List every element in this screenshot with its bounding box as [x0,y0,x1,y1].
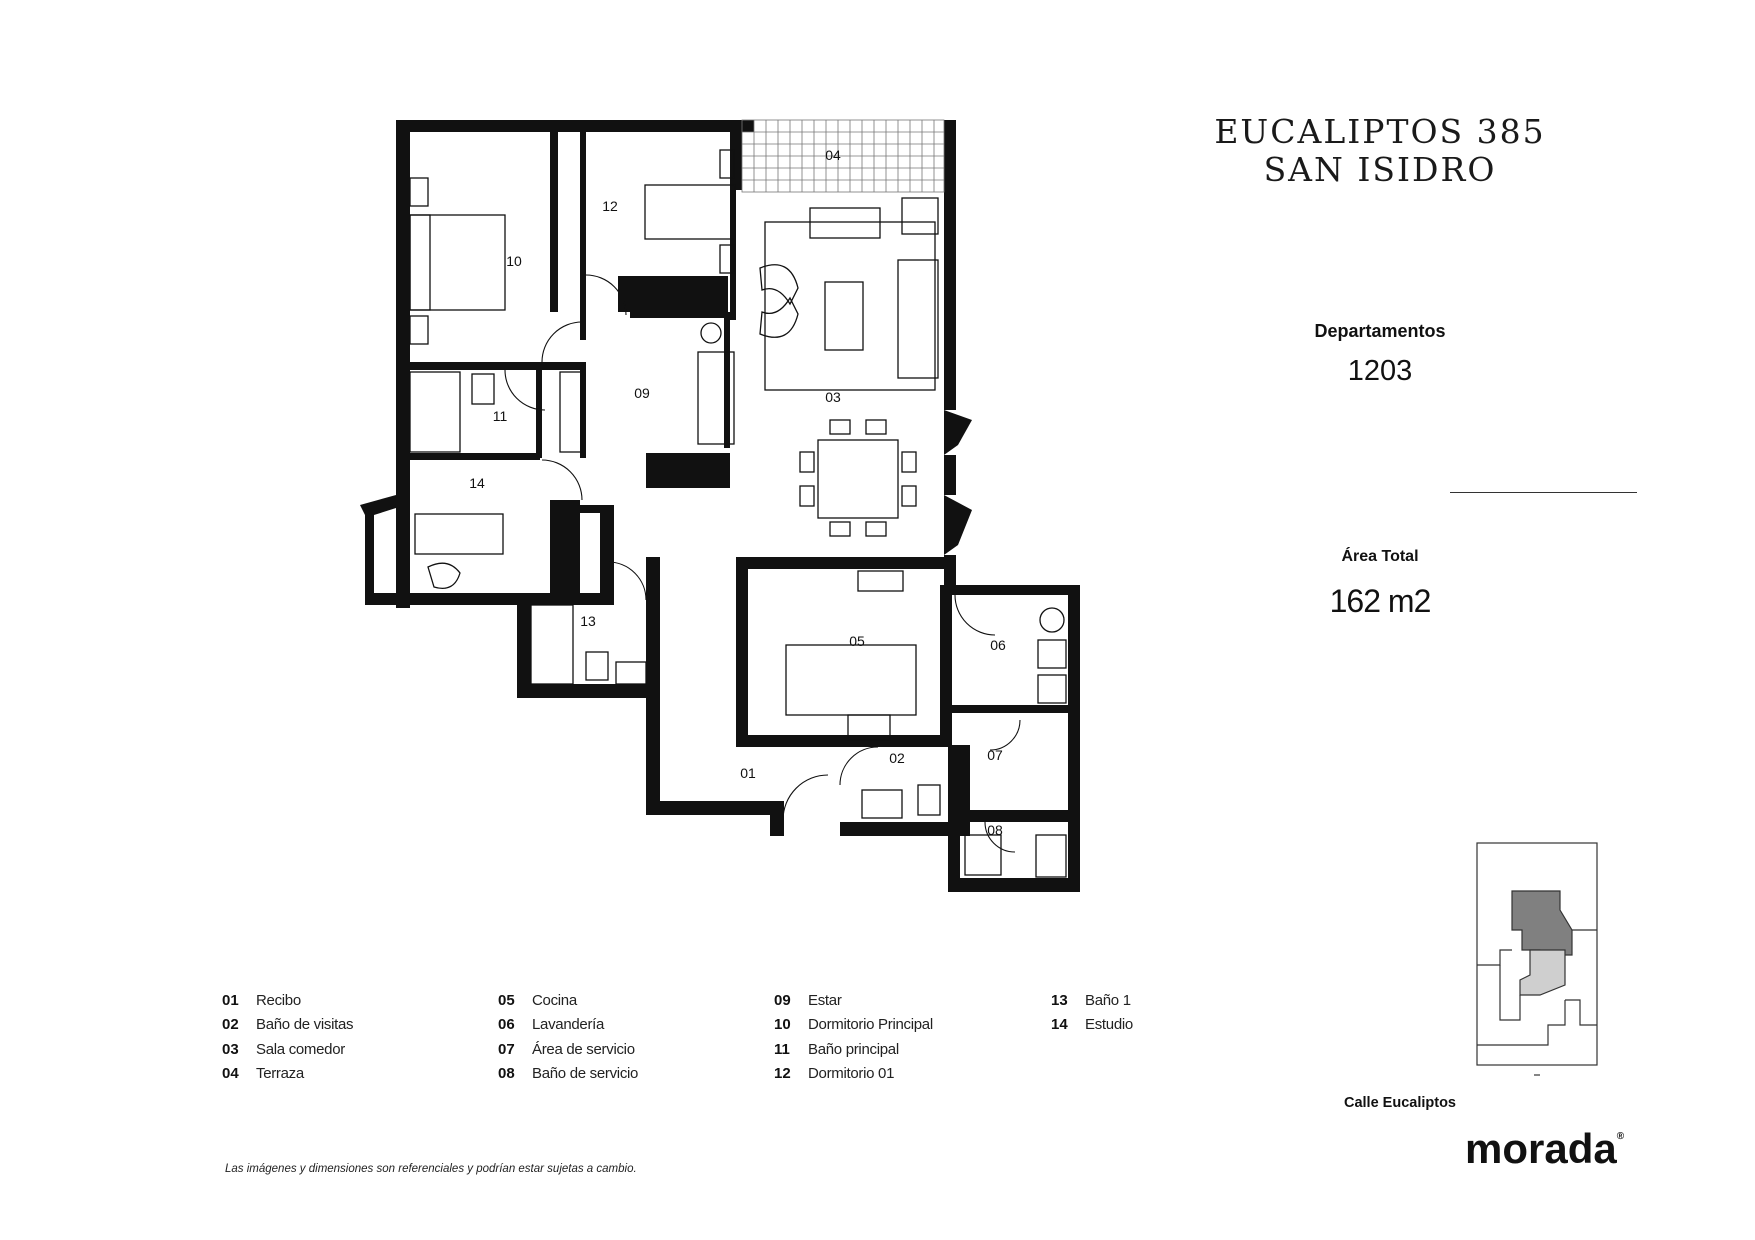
legend-name: Cocina [532,991,577,1009]
highlight-unit [1511,890,1573,956]
legend-item: 02 Baño de visitas [222,1013,354,1038]
room-label-02: 02 [889,750,905,766]
legend-name: Recibo [256,991,301,1009]
room-label-06: 06 [990,637,1006,653]
legend-number: 06 [498,1016,515,1034]
legend-number: 05 [498,991,515,1009]
legend-number: 14 [1051,1016,1068,1034]
legend-item: 06 Lavandería [498,1013,638,1038]
legend-number: 11 [774,1040,790,1058]
legend-number: 07 [498,1040,515,1058]
room-labels: 01 02 03 04 05 06 07 08 09 10 11 12 13 1… [469,147,1006,838]
legend-name: Área de servicio [532,1040,635,1058]
legend-number: 01 [222,991,239,1009]
legend-name: Baño de servicio [532,1065,639,1083]
unit-type-label: Departamentos [1314,321,1446,341]
room-label-14: 14 [469,475,485,491]
legend-number: 03 [222,1040,239,1058]
legend-number: 04 [222,1065,239,1083]
street-label: Calle Eucaliptos [1343,1095,1456,1111]
area-value: 162 m2 [1329,583,1432,619]
room-label-10: 10 [506,253,522,269]
room-label-05: 05 [849,633,865,649]
legend-number: 12 [774,1065,791,1083]
furniture [409,149,1067,878]
legend-number: 13 [1051,991,1068,1009]
legend-column-4: 13 Baño 1 14 Estudio [1051,988,1133,1037]
key-plan [1476,842,1598,1076]
legend-item: 14 Estudio [1051,1013,1133,1038]
legend-item: 03 Sala comedor [222,1037,353,1062]
room-label-11: 11 [493,408,508,424]
interior-walls [410,132,736,593]
project-subtitle: SAN ISIDRO [1263,150,1497,189]
legend-name: Estudio [1085,1016,1133,1034]
legend-item: 07 Área de servicio [498,1037,638,1062]
room-label-01: 01 [740,765,756,781]
terrace-04 [741,119,945,193]
legend-number: 09 [774,991,791,1009]
room-label-09: 09 [634,385,650,401]
room-label-04: 04 [825,147,841,163]
unit-number: 1203 [1347,355,1413,387]
room-label-12: 12 [602,198,618,214]
legend-column-3: 09 Estar 10 Dormitorio Principal 11 Baño pr… [774,988,933,1086]
neighbor-unit [1519,949,1566,996]
legend-item: 05 Cocina [498,988,638,1013]
legend-column-1: 01 Recibo 02 Baño de visitas 03 Sala comedo… [222,988,354,1087]
legend-name: Baño 1 [1085,991,1131,1009]
doors [504,274,1021,853]
legend-name: Estar [808,991,842,1009]
legend-number: 08 [498,1065,515,1083]
room-label-13: 13 [580,613,596,629]
divider [1450,492,1637,493]
legend-item: 09 Estar [774,988,933,1013]
legend-item: 13 Baño 1 [1051,988,1133,1013]
logo-text: morada [1465,1125,1617,1172]
brand-logo: morada® [1465,1125,1624,1173]
legend-name: Terraza [256,1065,304,1083]
room-label-03: 03 [825,389,841,405]
registered-mark: ® [1616,1131,1625,1142]
legend-name: Baño de visitas [256,1016,354,1034]
legend-item: 08 Baño de servicio [498,1062,638,1087]
legend-item: 04 Terraza [222,1062,353,1087]
legend-column-2: 05 Cocina 06 Lavandería 07 Área de servicio… [498,988,638,1086]
legend-name: Dormitorio 01 [808,1065,895,1083]
legend-name: Dormitorio Principal [808,1016,933,1034]
legend-item: 11 Baño principal [774,1037,933,1062]
legend-number: 10 [774,1016,791,1034]
legend-item: 12 Dormitorio 01 [774,1062,933,1087]
legend-item: 01 Recibo [222,988,353,1013]
project-title: EUCALIPTOS 385 [1214,112,1546,151]
exterior-walls [360,120,1080,892]
legend-name: Sala comedor [256,1040,345,1058]
legend-name: Lavandería [532,1016,605,1034]
legend-item: 10 Dormitorio Principal [774,1013,933,1038]
legend-number: 02 [222,1016,239,1034]
area-label: Área Total [1341,548,1419,565]
room-label-07: 07 [987,747,1003,763]
disclaimer-text: Las imágenes y dimensiones son referenci… [225,1163,637,1175]
room-label-08: 08 [987,822,1003,838]
legend-name: Baño principal [808,1040,899,1058]
